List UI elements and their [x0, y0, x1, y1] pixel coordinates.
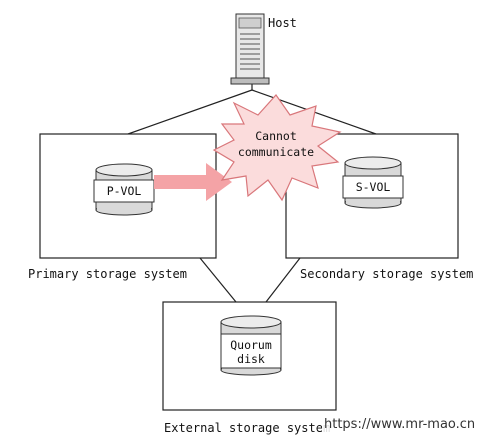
primary-system-label: Primary storage system: [28, 267, 187, 281]
host-label: Host: [268, 16, 297, 30]
replication-arrow: [154, 163, 232, 201]
p-vol-disk-icon: [93, 163, 155, 216]
communication-failure-burst: [212, 94, 342, 202]
host-to-primary-line: [127, 89, 253, 135]
primary-to-external-line: [199, 257, 237, 303]
server-icon: [230, 13, 270, 85]
external-system-label: External storage system: [164, 421, 330, 435]
watermark: https://www.mr-mao.cn: [322, 417, 478, 432]
quorum-disk-icon: [220, 315, 282, 376]
burst-text-line1: Cannot: [255, 129, 297, 143]
burst-text-line2: communicate: [238, 145, 314, 159]
secondary-to-external-line: [265, 257, 301, 303]
quorum-disk-label-line1: Quorum: [230, 338, 272, 352]
s-vol-label: S-VOL: [356, 180, 391, 194]
p-vol-label: P-VOL: [107, 184, 142, 198]
secondary-system-label: Secondary storage system: [300, 267, 473, 281]
quorum-disk-label-line2: disk: [237, 352, 265, 366]
s-vol-disk-icon: [342, 156, 404, 209]
